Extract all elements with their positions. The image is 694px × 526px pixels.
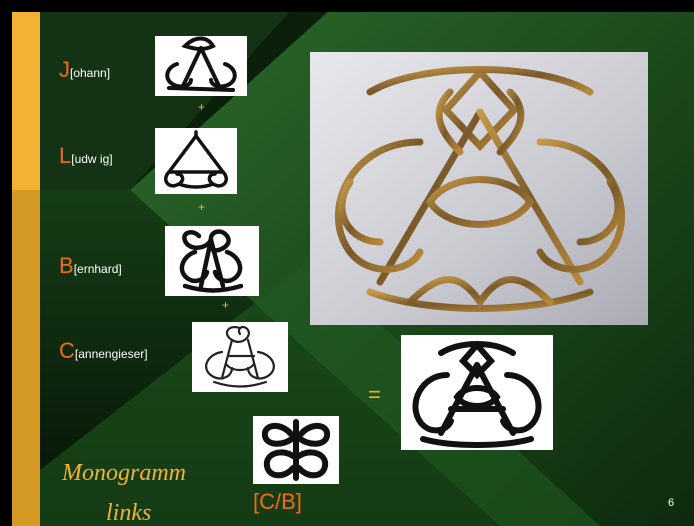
label-ludwig-initial: L	[59, 143, 71, 168]
label-bernhard-initial: B	[59, 253, 74, 278]
label-johann: J[ohann]	[59, 59, 110, 81]
label-johann-rest: [ohann]	[70, 66, 110, 80]
monogram-c-icon	[192, 322, 288, 392]
monogram-cb-icon	[253, 416, 339, 484]
plus-sign-1: +	[198, 100, 205, 114]
links-caption: links	[106, 500, 151, 526]
label-cannengieser-rest: [annengieser]	[75, 347, 148, 361]
label-ludwig-rest: [udw ig]	[71, 152, 112, 166]
monogram-b-icon	[165, 226, 259, 296]
label-ludwig: L[udw ig]	[59, 145, 113, 167]
page-number: 6	[668, 497, 674, 509]
plus-sign-3: +	[222, 298, 229, 312]
label-bernhard-rest: [ernhard]	[74, 262, 122, 276]
monogram-caption: Monogramm	[62, 460, 186, 487]
equals-sign: =	[368, 382, 381, 408]
label-cannengieser: C[annengieser]	[59, 340, 148, 362]
gold-monogram-sculpture	[310, 52, 648, 325]
cb-label: [C/B]	[253, 489, 302, 515]
monogram-combined-icon	[401, 335, 553, 450]
label-cannengieser-initial: C	[59, 338, 75, 363]
monogram-l-icon	[155, 128, 237, 194]
plus-sign-2: +	[198, 200, 205, 214]
monogram-j-icon	[155, 36, 247, 96]
label-bernhard: B[ernhard]	[59, 255, 122, 277]
label-johann-initial: J	[59, 57, 70, 82]
